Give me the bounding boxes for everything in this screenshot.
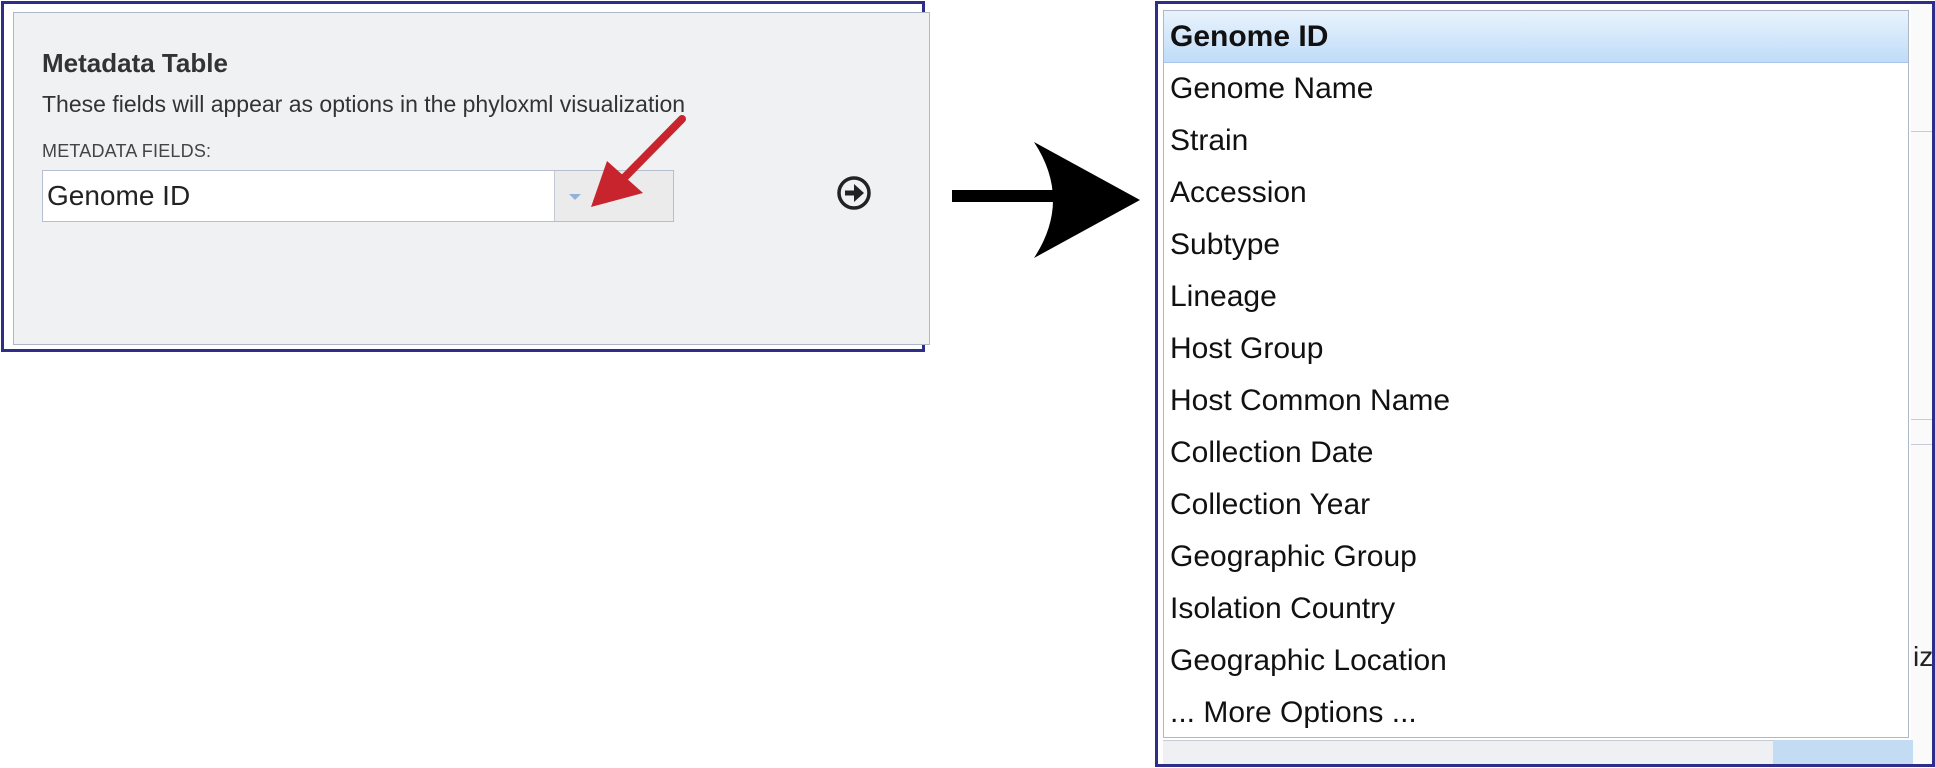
list-item[interactable]: Accession bbox=[1170, 176, 1307, 209]
divider bbox=[1911, 131, 1932, 132]
list-item[interactable]: Strain bbox=[1170, 124, 1249, 157]
right-arrow-icon bbox=[952, 142, 1140, 258]
list-item[interactable]: Geographic Location bbox=[1170, 644, 1447, 677]
list-item[interactable]: Subtype bbox=[1170, 228, 1281, 261]
arrow-right-circle-icon[interactable] bbox=[834, 173, 874, 213]
list-item[interactable]: Geographic Group bbox=[1170, 540, 1417, 573]
combobox-value[interactable]: Genome ID bbox=[47, 180, 191, 211]
list-item[interactable]: Genome Name bbox=[1170, 72, 1374, 105]
list-item[interactable]: Host Group bbox=[1170, 332, 1324, 365]
list-item-more-options[interactable]: ... More Options ... bbox=[1170, 696, 1417, 729]
dropdown-panel-frame: Genome ID Genome Name Strain Accession S… bbox=[1155, 1, 1935, 767]
list-item[interactable]: Collection Date bbox=[1170, 436, 1374, 469]
divider bbox=[1911, 419, 1932, 420]
list-item-selected[interactable]: Genome ID bbox=[1164, 11, 1908, 63]
chevron-down-icon[interactable] bbox=[567, 189, 583, 205]
divider bbox=[1911, 444, 1932, 445]
list-item[interactable]: Collection Year bbox=[1170, 488, 1371, 521]
metadata-panel-frame: Metadata Table These fields will appear … bbox=[1, 1, 930, 352]
panel-description: These fields will appear as options in t… bbox=[42, 91, 686, 117]
list-item[interactable]: Host Common Name bbox=[1170, 384, 1451, 417]
red-arrow-icon bbox=[591, 115, 686, 207]
underlying-combobox bbox=[1163, 740, 1773, 764]
metadata-fields-label: METADATA FIELDS: bbox=[42, 141, 212, 161]
partial-background-text: iz bbox=[1913, 641, 1934, 672]
metadata-options-list: Genome ID Genome Name Strain Accession S… bbox=[1163, 10, 1909, 738]
list-item[interactable]: Isolation Country bbox=[1170, 592, 1396, 625]
underlying-combobox-trigger bbox=[1773, 740, 1913, 764]
background-page-edge: iz bbox=[1911, 4, 1934, 764]
panel-title: Metadata Table bbox=[42, 48, 228, 78]
metadata-fields-combobox[interactable]: Genome ID bbox=[42, 170, 674, 222]
list-item[interactable]: Lineage bbox=[1170, 280, 1277, 313]
metadata-panel: Metadata Table These fields will appear … bbox=[13, 12, 930, 345]
